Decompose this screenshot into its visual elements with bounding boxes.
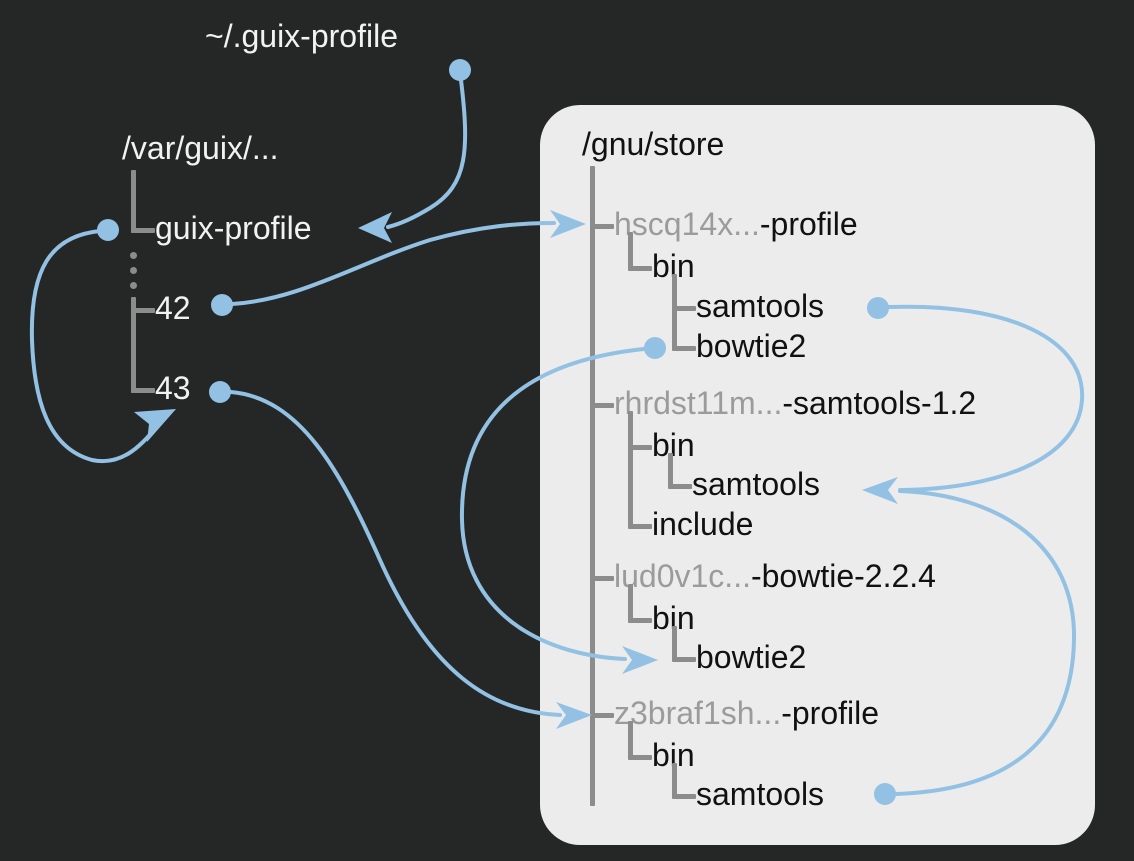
- var-guix-tick-42: [131, 308, 155, 313]
- store-item-2-entry: lud0v1c...-bowtie-2.2.4: [614, 560, 936, 592]
- store-item-2-bowtie2-elbow-v: [672, 626, 677, 659]
- store-tick-item-0: [590, 224, 614, 229]
- store-tick-item-2: [590, 576, 614, 581]
- store-item-3-hash: z3braf1sh...: [614, 695, 782, 731]
- store-item-1-child-include: include: [652, 506, 754, 542]
- store-item-3-samtools-elbow-h: [672, 794, 696, 799]
- store-item-1-tick-bin: [628, 445, 652, 450]
- var-guix-ellipsis-dot-1: [130, 252, 137, 259]
- arrowhead-guix-profile: [358, 212, 392, 243]
- var-guix-tick-guix-profile: [131, 228, 155, 233]
- link-path-guix-profile-to-43: [29, 229, 160, 464]
- var-guix-item-43: 43: [155, 370, 191, 406]
- store-item-1-child-samtools: samtools: [692, 466, 821, 502]
- var-guix-item-guix-profile: guix-profile: [155, 210, 312, 246]
- store-item-2-child-bowtie2: bowtie2: [696, 639, 807, 675]
- store-item-3-child-samtools: samtools: [696, 776, 825, 812]
- store-item-1-trunk: [628, 411, 633, 528]
- link-knob-home-profile: [449, 59, 471, 81]
- link-knob-42: [211, 294, 233, 316]
- store-item-3-bin-elbow-v: [628, 721, 633, 757]
- store-item-2-bowtie2-elbow-h: [672, 657, 696, 662]
- link-path-43-to-z3braf: [229, 390, 562, 717]
- store-item-0-bin-elbow-h: [628, 266, 652, 271]
- var-guix-ellipsis-dot-3: [130, 282, 137, 289]
- store-item-1-child-bin: bin: [652, 427, 695, 463]
- store-item-0-bin-trunk: [672, 274, 677, 350]
- store-item-0-child-bowtie2: bowtie2: [696, 328, 807, 364]
- gnu-store-root-label: /gnu/store: [582, 126, 725, 162]
- store-item-2-bin-elbow-v: [628, 584, 633, 620]
- var-guix-item-42: 42: [155, 290, 191, 326]
- store-item-3-bin-elbow-h: [628, 755, 652, 760]
- link-43-to-z3braf-profile: [209, 381, 592, 729]
- var-guix-tick-43: [131, 388, 155, 393]
- link-knob-43: [209, 381, 231, 403]
- store-item-0-child-samtools: samtools: [696, 288, 825, 324]
- store-item-3-entry: z3braf1sh...-profile: [614, 697, 879, 729]
- store-item-1-bin-elbow-v: [668, 453, 673, 486]
- store-item-3-name: -profile: [781, 695, 880, 731]
- store-item-1-hash: rhrdst11m...: [614, 385, 783, 421]
- store-item-2-bin-elbow-h: [628, 618, 652, 623]
- store-item-0-tick-bowtie2: [672, 346, 696, 351]
- store-item-1-entry: rhrdst11m...-samtools-1.2: [614, 387, 976, 419]
- var-guix-ellipsis-dot-2: [130, 267, 137, 274]
- var-guix-trunk-top: [131, 170, 136, 233]
- home-guix-profile-label: ~/.guix-profile: [205, 18, 398, 54]
- store-tick-item-3: [590, 713, 614, 718]
- store-item-2-hash: lud0v1c...: [614, 558, 751, 594]
- store-item-1-name: -samtools-1.2: [782, 385, 977, 421]
- gnu-store-trunk: [590, 166, 595, 806]
- arrowhead-43: [134, 409, 176, 442]
- store-item-0-bin-elbow-v: [628, 232, 633, 268]
- link-guix-profile-to-43: [29, 219, 176, 464]
- store-item-0-tick-samtools: [672, 306, 696, 311]
- store-item-0-name: -profile: [759, 206, 858, 242]
- store-item-0-entry: hscq14x...-profile: [614, 208, 858, 240]
- store-item-3-samtools-elbow-v: [672, 763, 677, 796]
- link-home-profile-to-guix-profile: [358, 59, 471, 243]
- link-path-home-profile: [386, 70, 468, 229]
- store-item-1-tick-include: [628, 524, 652, 529]
- store-item-2-name: -bowtie-2.2.4: [750, 558, 936, 594]
- store-item-0-hash: hscq14x...: [614, 206, 760, 242]
- var-guix-root-label: /var/guix/...: [122, 130, 279, 166]
- link-knob-guix-profile: [97, 219, 119, 241]
- store-tick-item-1: [590, 403, 614, 408]
- store-item-1-bin-elbow-h: [668, 484, 692, 489]
